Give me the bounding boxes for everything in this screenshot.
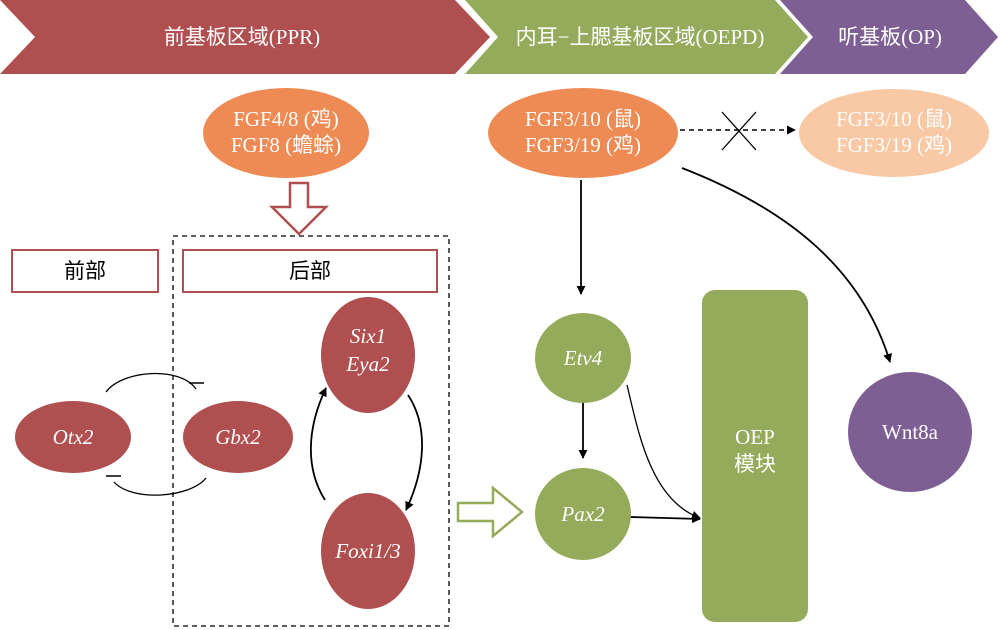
oep-module-line1: OEP	[735, 425, 775, 449]
posterior-region-frame	[172, 235, 450, 627]
ppr-fgf-signal	[203, 88, 369, 178]
pax2-to-oep-arrow	[629, 514, 701, 524]
op-fgf-signal	[799, 89, 989, 177]
otx2-node	[15, 401, 131, 473]
anterior-label: 前部	[64, 259, 106, 283]
loop-arrow-up	[309, 387, 327, 501]
repression-arc-bottom	[113, 477, 207, 496]
ppr-banner	[0, 0, 490, 74]
etv4-to-oep-arrow	[626, 384, 701, 520]
posterior-label: 后部	[289, 259, 331, 283]
op-banner-label: 听基板(OP)	[838, 25, 942, 49]
repression-arc-top	[105, 372, 197, 393]
op-banner	[780, 0, 998, 74]
op-fgf-line2: FGF3/19 (鸡)	[836, 133, 952, 157]
wnt8a-node	[848, 372, 972, 492]
etv4-label: Etv4	[563, 346, 603, 370]
fgf-to-wnt8a-arrow	[681, 167, 892, 363]
six1-eya2-node	[321, 297, 415, 413]
pax2-label: Pax2	[560, 502, 605, 526]
pax2-node	[535, 468, 631, 560]
oepd-fgf-line1: FGF3/10 (鼠)	[525, 107, 641, 131]
oep-module-box	[702, 290, 808, 622]
ppr-fgf-line1: FGF4/8 (鸡)	[233, 107, 339, 131]
wnt8a-label: Wnt8a	[882, 420, 939, 444]
oepd-banner-label: 内耳−上腮基板区域(OEPD)	[516, 25, 765, 49]
block-cross-b	[721, 111, 757, 151]
gbx2-label: Gbx2	[215, 425, 261, 449]
oepd-fgf-line2: FGF3/19 (鸡)	[525, 133, 641, 157]
op-fgf-line1: FGF3/10 (鼠)	[836, 107, 952, 131]
six1-label: Six1	[350, 324, 386, 348]
ppr-banner-label: 前基板区域(PPR)	[164, 25, 320, 49]
hollow-right-arrow	[456, 485, 524, 539]
anterior-box	[11, 249, 159, 293]
oepd-fgf-signal	[488, 88, 678, 178]
gbx2-node	[183, 401, 293, 473]
otx2-label: Otx2	[53, 425, 94, 449]
foxi-node	[321, 493, 415, 609]
posterior-box	[182, 249, 438, 293]
eya2-label: Eya2	[345, 352, 390, 376]
ppr-fgf-line2: FGF8 (蟾蜍)	[231, 133, 341, 157]
oep-module-line2: 模块	[734, 452, 776, 476]
hollow-down-arrow	[268, 181, 330, 236]
foxi-label: Foxi1/3	[334, 539, 400, 563]
etv4-node	[535, 313, 631, 403]
oepd-banner	[465, 0, 808, 74]
loop-arrow-down	[405, 394, 423, 511]
